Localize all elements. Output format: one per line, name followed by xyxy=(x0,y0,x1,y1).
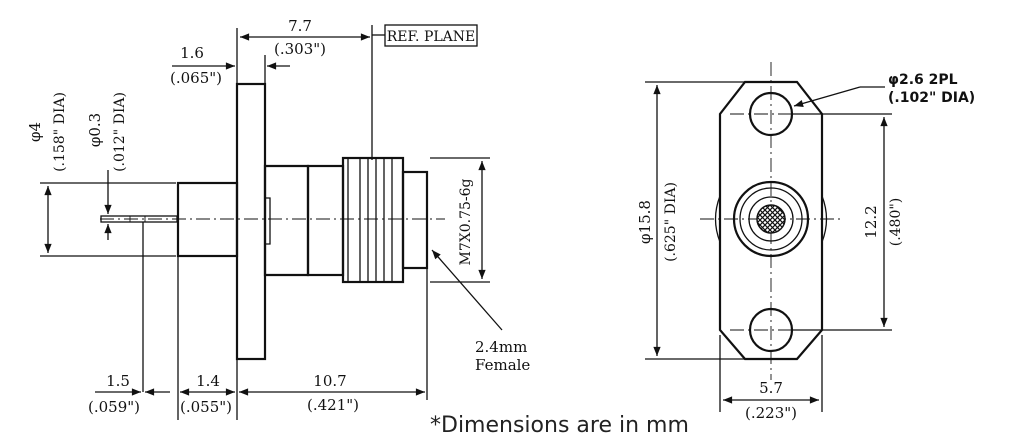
hole-dia-in: (.102" DIA) xyxy=(888,90,975,106)
connector-size: 2.4mm xyxy=(475,338,527,356)
dim-b1-in: (.059") xyxy=(88,398,140,416)
dim-b3-in: (.421") xyxy=(307,396,359,414)
dim-flange: 1.6 xyxy=(180,44,204,62)
dim-overall-in: (.303") xyxy=(274,40,326,58)
dim-122: 12.2 xyxy=(862,205,880,238)
dim-dia4-in: (.158" DIA) xyxy=(52,92,68,172)
dim-57: 5.7 xyxy=(759,379,783,397)
center-connector xyxy=(732,180,810,258)
side-view: REF. PLANE 7.7 (.303") 1.6 (.065") φ4 (.… xyxy=(26,17,530,420)
dim-flange-in: (.065") xyxy=(170,69,222,87)
connector-gender: Female xyxy=(475,356,530,374)
flange-outline xyxy=(718,80,824,361)
dim-dia158-in: (.625" DIA) xyxy=(663,182,679,262)
hole-dia: φ2.6 2PL xyxy=(888,72,958,88)
dim-122-in: (.480") xyxy=(888,198,904,247)
thread-body xyxy=(306,156,429,284)
front-view: φ15.8 (.625" DIA) 12.2 (.480") φ2.6 2PL … xyxy=(636,62,975,422)
dim-b1: 1.5 xyxy=(106,372,130,390)
dim-dia4: φ4 xyxy=(26,122,44,142)
flange xyxy=(235,82,267,361)
dim-dia158: φ15.8 xyxy=(636,200,654,244)
rear-body xyxy=(176,181,239,258)
dim-pin-in: (.012" DIA) xyxy=(112,92,128,172)
dim-pin: φ0.3 xyxy=(86,113,104,147)
front-body xyxy=(263,164,310,277)
dim-b2: 1.4 xyxy=(196,372,220,390)
dimensions-note: *Dimensions are in mm xyxy=(430,413,689,438)
thread-spec: M7X0.75-6g xyxy=(458,178,474,265)
dim-57-in: (.223") xyxy=(745,404,797,422)
ref-plane-label: REF. PLANE xyxy=(387,29,476,45)
dim-b3: 10.7 xyxy=(313,372,346,390)
dim-b2-in: (.055") xyxy=(180,398,232,416)
dim-overall: 7.7 xyxy=(288,17,312,35)
